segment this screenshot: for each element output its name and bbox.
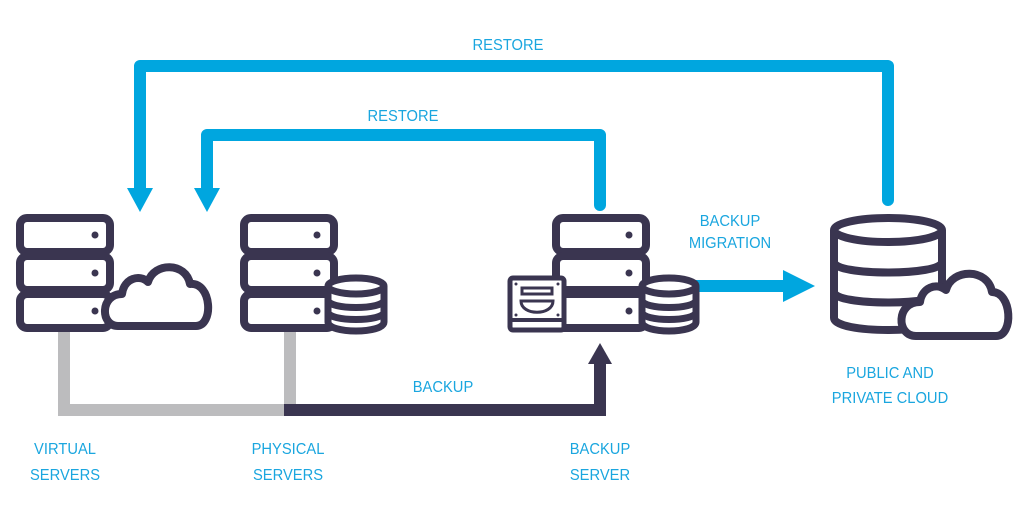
physical-servers-node xyxy=(240,214,388,335)
virtual-servers-label-line1: VIRTUAL xyxy=(34,441,96,458)
server-connector-lines xyxy=(58,328,296,416)
database-icon xyxy=(638,274,700,335)
migration-arrow xyxy=(695,270,815,302)
virtual-servers-label-line2: SERVERS xyxy=(29,467,101,484)
physical-servers-label-line2: SERVERS xyxy=(252,467,324,484)
backup-server-node xyxy=(507,214,700,335)
physical-servers-label-line1: PHYSICAL xyxy=(251,441,325,458)
cloud-icon xyxy=(101,263,212,330)
restore-outer-arrow xyxy=(127,60,894,212)
cloud-icon xyxy=(897,269,1013,340)
backup-arrow xyxy=(284,343,612,416)
database-icon xyxy=(324,274,388,335)
restore-inner-arrow xyxy=(194,129,606,212)
migration-label-line2: MIGRATION xyxy=(688,235,772,252)
restore-inner-label: RESTORE xyxy=(367,108,439,125)
backup-server-label-line1: BACKUP xyxy=(569,441,631,458)
restore-outer-label: RESTORE xyxy=(472,37,544,54)
server-rack-icon xyxy=(240,214,338,332)
backup-label: BACKUP xyxy=(412,379,474,396)
hard-drive-icon xyxy=(507,275,567,333)
migration-label-line1: BACKUP xyxy=(699,213,761,230)
cloud-label-line2: PRIVATE CLOUD xyxy=(831,390,949,407)
server-rack-icon xyxy=(16,214,114,332)
public-private-cloud-node xyxy=(830,214,1013,340)
virtual-servers-node xyxy=(16,214,212,332)
cloud-label-line1: PUBLIC AND xyxy=(846,365,934,382)
backup-server-label-line2: SERVER xyxy=(569,467,631,484)
